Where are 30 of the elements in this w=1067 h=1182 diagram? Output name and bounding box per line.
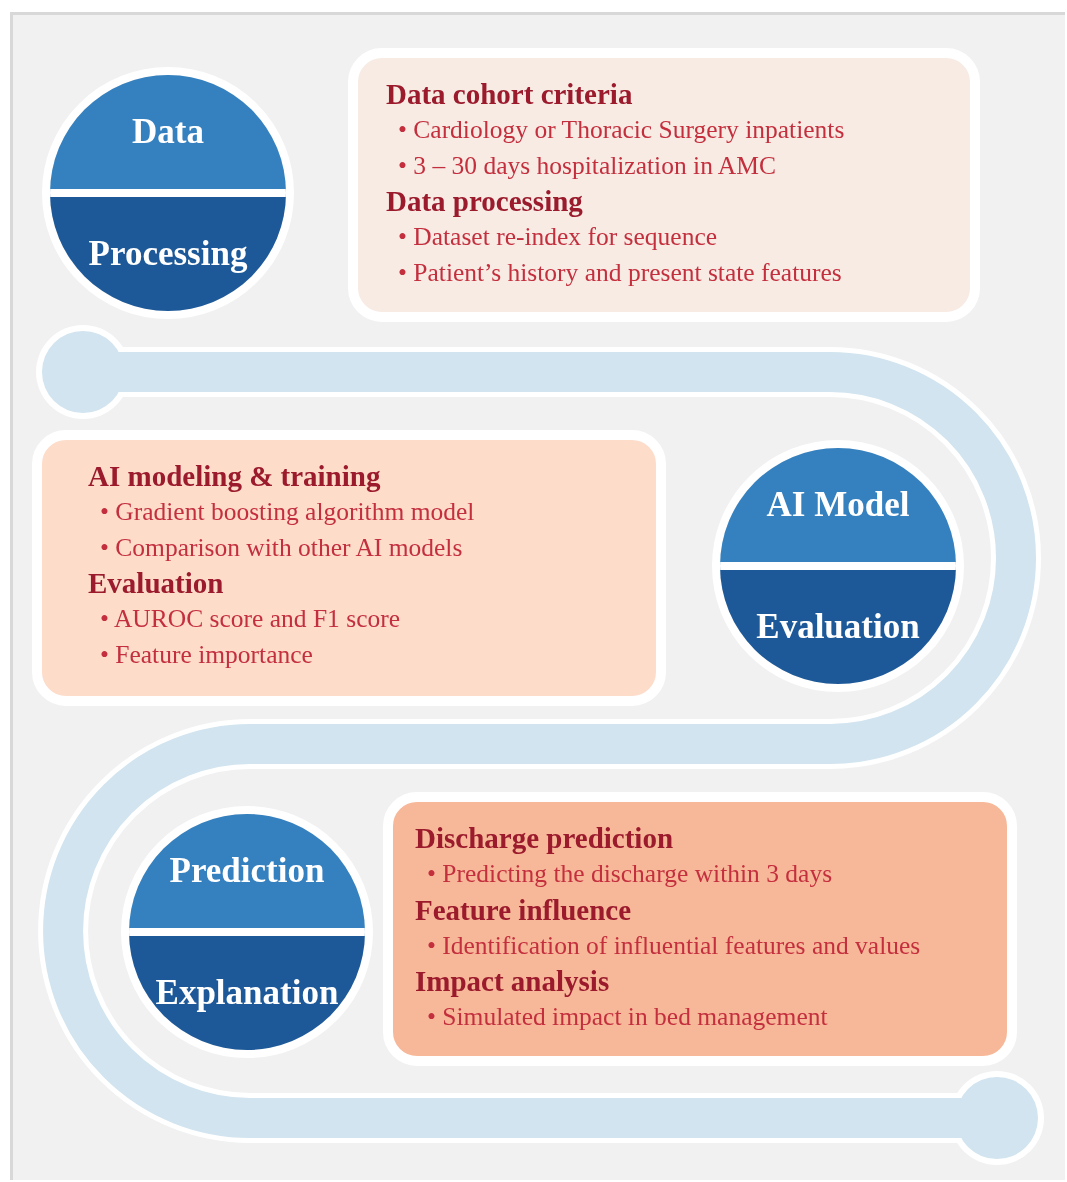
- step-card: [32, 430, 666, 706]
- bullet-item: • Dataset re-index for sequence: [398, 221, 719, 253]
- step-card: [348, 48, 980, 322]
- bullet-item: • Gradient boosting algorithm model: [100, 496, 476, 528]
- stage-circle: [121, 806, 373, 1058]
- bullet-item: • Simulated impact in bed management: [427, 1001, 829, 1033]
- section-heading: Feature influence: [415, 892, 633, 928]
- bullet-item: • Comparison with other AI models: [100, 531, 464, 564]
- section-heading: Data processing: [386, 184, 584, 219]
- section-heading: Data cohort criteria: [386, 77, 634, 112]
- stage-title: Explanation: [155, 973, 339, 1013]
- step-card: [383, 792, 1017, 1066]
- section-heading: Impact analysis: [415, 964, 611, 999]
- stage-title: Data: [132, 112, 204, 152]
- stage-circle: [712, 440, 964, 692]
- stage-title: Processing: [88, 234, 248, 274]
- bullet-item: • Identification of influential features and values: [427, 929, 922, 962]
- bullet-item: • AUROC score and F1 score: [100, 603, 401, 635]
- stage-title: Evaluation: [756, 607, 920, 647]
- bullet-item: • Feature importance: [100, 638, 314, 671]
- bullet-item: • 3 – 30 days hospitalization in AMC: [398, 149, 777, 182]
- section-heading: Evaluation: [88, 566, 225, 601]
- section-heading: Discharge prediction: [415, 821, 675, 856]
- bullet-item: • Patient’s history and present state features: [398, 256, 843, 289]
- stage-title: Prediction: [169, 851, 325, 891]
- stage-title: AI Model: [766, 485, 910, 525]
- section-heading: AI modeling & training: [88, 459, 382, 494]
- bullet-item: • Predicting the discharge within 3 days: [427, 858, 834, 890]
- stage-circle: [42, 67, 294, 319]
- bullet-item: • Cardiology or Thoracic Surgery inpatients: [398, 114, 846, 146]
